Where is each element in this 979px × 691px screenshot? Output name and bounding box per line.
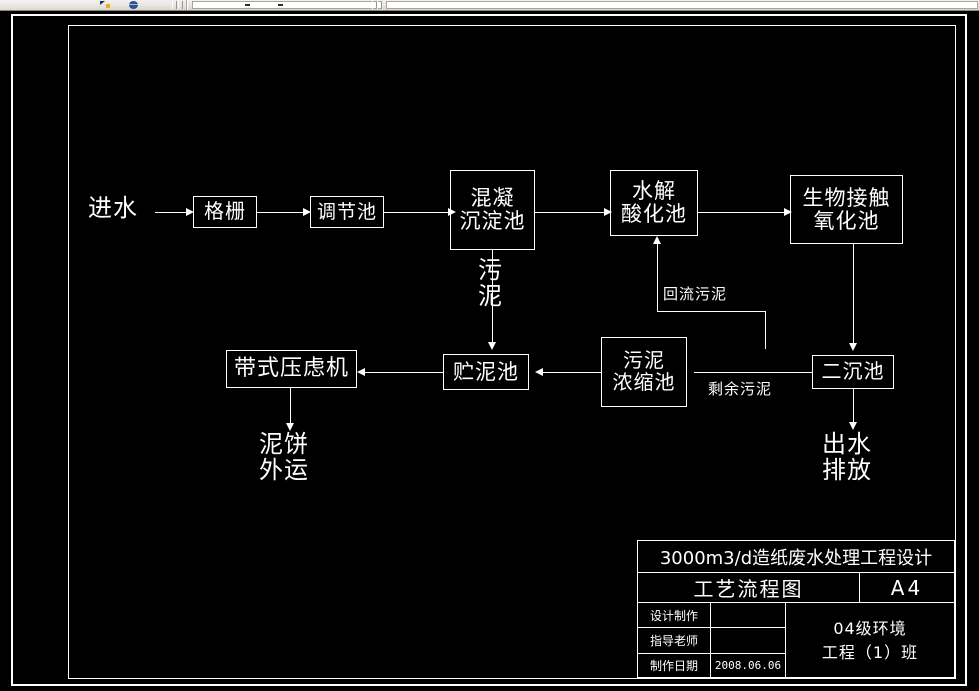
arrowhead-up-icon xyxy=(653,236,661,244)
toolbar-grip-handle[interactable] xyxy=(377,1,382,9)
node-sludge-storage-tank-label: 贮泥池 xyxy=(453,359,519,384)
node-regulating-tank-label: 调节池 xyxy=(316,200,377,223)
title-block-class-info: 04级环境 工程（1）班 xyxy=(786,603,954,678)
node-regulating-tank[interactable]: 调节池 xyxy=(310,196,384,228)
arrowhead-right-icon xyxy=(303,208,311,216)
title-block-field-value[interactable] xyxy=(711,628,785,652)
title-block-drawing-name: 工艺流程图 xyxy=(638,573,860,602)
label-effluent-output: 出水 排放 xyxy=(822,430,872,484)
title-block-field-value[interactable] xyxy=(711,603,785,627)
arrowhead-down-icon xyxy=(286,423,294,431)
title-block-field-value[interactable]: 2008.06.06 xyxy=(714,659,782,673)
title-block-class-line1: 04级环境 xyxy=(833,618,907,638)
edge-biocontact-to-secondary-settling xyxy=(853,244,854,348)
label-effluent-line1: 出水 xyxy=(822,430,872,458)
toolbar-combo-field[interactable] xyxy=(192,1,382,9)
node-grate-label: 格栅 xyxy=(204,199,246,224)
toolbar-left-pad xyxy=(0,0,96,10)
toolbar-wide-field[interactable] xyxy=(386,1,978,9)
title-block-field-key: 设计制作 xyxy=(638,603,711,628)
node-coagulation-line2: 沉淀池 xyxy=(459,209,526,233)
title-block-field-list: 设计制作 指导老师 制作日期 2008.06.06 xyxy=(638,603,786,678)
node-biological-contact-oxidation-tank[interactable]: 生物接触 氧化池 xyxy=(790,175,903,244)
label-inflow: 进水 xyxy=(88,194,138,222)
edge-label-sludge-line2: 泥 xyxy=(478,281,503,310)
node-coagulation-line1: 混凝 xyxy=(470,186,515,211)
node-belt-filter-press[interactable]: 带式压虑机 xyxy=(226,350,357,388)
toolbar-grip-handle[interactable] xyxy=(172,1,177,9)
arrowhead-right-icon xyxy=(186,208,194,216)
arrowhead-down-icon xyxy=(849,343,857,351)
edge-label-sludge: 污 泥 xyxy=(478,256,503,310)
label-effluent-line2: 排放 xyxy=(822,455,872,484)
drawing-sheet-outer-border xyxy=(11,14,967,686)
edge-label-return-sludge: 回流污泥 xyxy=(663,285,728,303)
toolbar-grip-handle[interactable] xyxy=(178,1,183,9)
edge-regulating-to-coagulation xyxy=(384,212,450,213)
node-sludge-thickener-tank[interactable]: 污泥 浓缩池 xyxy=(601,337,687,407)
edge-label-sludge-line1: 污 xyxy=(478,256,503,284)
drawing-title-block: 3000m3/d造纸废水处理工程设计 工艺流程图 A4 设计制作 指导老师 制作… xyxy=(637,540,955,678)
arrowhead-left-icon xyxy=(357,368,365,376)
arrowhead-right-icon xyxy=(604,208,612,216)
edge-press-to-mudcake xyxy=(290,388,291,428)
node-sludge-thickener-line2: 浓缩池 xyxy=(612,370,676,394)
edge-excess-sludge xyxy=(694,372,812,373)
node-sludge-thickener-line1: 污泥 xyxy=(623,348,665,373)
arrowhead-right-icon xyxy=(784,208,792,216)
title-block-field-key: 指导老师 xyxy=(638,628,711,653)
toolbar-separator xyxy=(186,0,188,10)
edge-coagulation-to-hydrolysis xyxy=(535,212,610,213)
node-hydrolysis-line1: 水解 xyxy=(632,179,676,204)
arrowhead-left-icon xyxy=(535,368,543,376)
title-block-row-drawing: 工艺流程图 A4 xyxy=(638,573,954,603)
arrowhead-down-icon xyxy=(488,342,496,350)
edge-return-sludge-riser xyxy=(765,311,766,349)
edge-storage-to-press xyxy=(359,372,443,373)
node-biocontact-line1: 生物接触 xyxy=(802,185,891,210)
pointer-icon[interactable] xyxy=(99,1,113,10)
title-block-project-title: 3000m3/d造纸废水处理工程设计 xyxy=(638,541,954,573)
edge-hydrolysis-to-biocontact xyxy=(698,212,790,213)
label-mud-cake-line2: 外运 xyxy=(259,455,309,484)
edge-secondary-settling-to-effluent xyxy=(853,389,854,427)
edge-label-excess-sludge: 剩余污泥 xyxy=(708,380,773,398)
toolbar-grip-handle[interactable] xyxy=(372,1,377,9)
title-block-field-row: 指导老师 xyxy=(638,627,785,653)
edge-inflow-to-grate xyxy=(155,212,188,213)
title-block-field-key: 制作日期 xyxy=(638,653,711,678)
node-grate[interactable]: 格栅 xyxy=(193,196,257,228)
node-secondary-settling-tank-label: 二沉池 xyxy=(821,359,885,384)
edge-return-sludge-to-hydrolysis xyxy=(657,244,658,311)
toolbar-marker xyxy=(245,4,250,6)
edge-coagulation-to-sludge-storage xyxy=(492,250,493,347)
node-biocontact-line2: 氧化池 xyxy=(813,208,880,233)
title-block-paper-size: A4 xyxy=(890,575,924,600)
edge-thickener-to-storage xyxy=(537,372,601,373)
title-block-field-row: 制作日期 2008.06.06 xyxy=(638,652,785,678)
node-belt-filter-press-label: 带式压虑机 xyxy=(233,356,349,382)
node-secondary-settling-tank[interactable]: 二沉池 xyxy=(812,355,894,389)
label-mud-cake-output: 泥饼 外运 xyxy=(259,430,309,484)
application-toolbar[interactable] xyxy=(0,0,979,11)
drawing-sheet-inner-border xyxy=(68,25,956,679)
node-hydrolysis-line2: 酸化池 xyxy=(621,202,687,226)
edge-return-sludge-horizontal xyxy=(657,311,766,312)
globe-icon[interactable] xyxy=(127,1,141,10)
toolbar-marker xyxy=(278,4,283,6)
title-block-class-line2: 工程（1）班 xyxy=(821,642,919,662)
edge-grate-to-regulating xyxy=(257,212,305,213)
label-mud-cake-line1: 泥饼 xyxy=(259,430,309,458)
title-block-grid: 设计制作 指导老师 制作日期 2008.06.06 04级环境 工程（1）班 xyxy=(638,603,954,678)
node-sludge-storage-tank[interactable]: 贮泥池 xyxy=(443,354,529,390)
arrowhead-right-icon xyxy=(448,208,456,216)
title-block-field-row: 设计制作 xyxy=(638,603,785,628)
node-hydrolysis-acidification-tank[interactable]: 水解 酸化池 xyxy=(610,170,698,236)
arrowhead-down-icon xyxy=(849,422,857,430)
node-coagulation-sedimentation-tank[interactable]: 混凝 沉淀池 xyxy=(450,170,535,250)
